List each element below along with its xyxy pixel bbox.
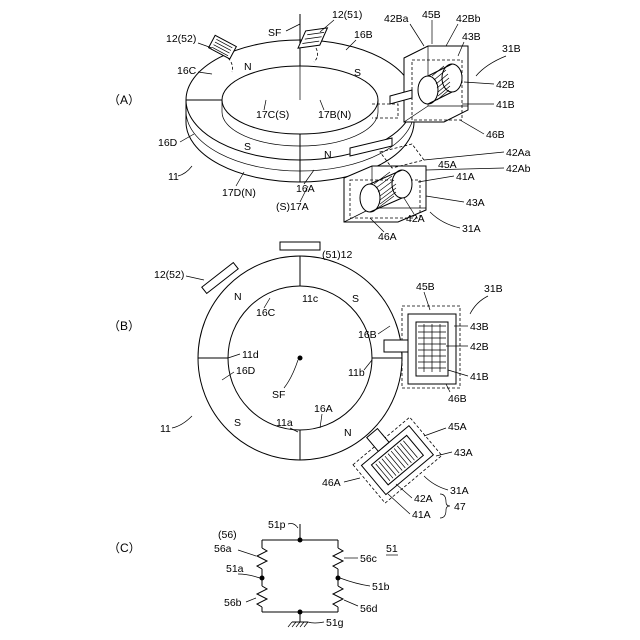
- label-b-43a: 43A: [454, 447, 473, 459]
- label-b-16b: 16B: [358, 329, 377, 341]
- label-a-17c: 17C(S): [256, 109, 289, 121]
- label-a-41a: 41A: [456, 171, 475, 183]
- label-a-41b: 41B: [496, 99, 515, 111]
- label-a-45b: 45B: [422, 9, 441, 21]
- label-a-42ab: 42Ab: [506, 163, 531, 175]
- label-a-46a: 46A: [378, 231, 397, 243]
- resistor-56a: [257, 548, 267, 569]
- label-c-56d: 56d: [360, 603, 378, 615]
- label-b-31a: 31A: [450, 485, 469, 497]
- label-a-42aa: 42Aa: [506, 147, 531, 159]
- label-a-16a: 16A: [296, 183, 315, 195]
- label-c-51p: 51p: [268, 519, 286, 531]
- label-b-47: 47: [454, 501, 466, 513]
- sensor-51-12-b: [280, 242, 320, 250]
- label-a-17a: (S)17A: [276, 201, 309, 213]
- label-c-51: 51: [386, 543, 398, 555]
- label-c-56: (56): [218, 529, 237, 541]
- label-a-16d: 16D: [158, 137, 178, 149]
- label-a-45a: 45A: [438, 159, 457, 171]
- label-b-41b: 41B: [470, 371, 489, 383]
- label-b-11d: 11d: [242, 349, 259, 361]
- label-a-s2: S: [244, 141, 251, 153]
- label-b-42b: 42B: [470, 341, 489, 353]
- label-a-42a: 42A: [406, 213, 425, 225]
- label-a-12-51: 12(51): [332, 9, 362, 21]
- label-a-s1: S: [354, 67, 361, 79]
- label-b-51-12: (51)12: [322, 249, 353, 261]
- panel-label-a: （A）: [108, 93, 140, 107]
- magnet-unit-31a: [344, 138, 426, 222]
- label-b-31b: 31B: [484, 283, 503, 295]
- label-b-n1: N: [234, 291, 242, 303]
- label-b-sf: SF: [272, 389, 285, 401]
- label-a-42b: 42B: [496, 79, 515, 91]
- label-c-51g: 51g: [326, 617, 344, 629]
- label-a-n2: N: [324, 149, 332, 161]
- figure-c: 51p (56) 56a 51a 56b 56c 51b 56d 51g 51: [214, 519, 398, 629]
- panel-label-b: （B）: [108, 319, 140, 333]
- label-b-11b: 11b: [348, 367, 365, 379]
- label-b-s2: S: [234, 417, 241, 429]
- label-c-56a: 56a: [214, 543, 232, 555]
- label-b-11: 11: [160, 423, 171, 435]
- label-b-45b: 45B: [416, 281, 435, 293]
- label-c-51b: 51b: [372, 581, 390, 593]
- label-b-s1: S: [352, 293, 359, 305]
- label-b-11c: 11c: [302, 293, 318, 305]
- label-b-45a: 45A: [448, 421, 467, 433]
- resistor-56b: [257, 586, 267, 607]
- figure-b: (51)12 12(52) 11c 16C 16B 11d 16D 11b SF…: [154, 242, 503, 521]
- label-a-42bb: 42Bb: [456, 13, 481, 25]
- label-b-16a: 16A: [314, 403, 333, 415]
- center-dot: [298, 356, 303, 361]
- label-a-16b: 16B: [354, 29, 373, 41]
- label-c-51a: 51a: [226, 563, 244, 575]
- label-b-42a: 42A: [414, 493, 433, 505]
- label-a-43b: 43B: [462, 31, 481, 43]
- label-a-43a: 43A: [466, 197, 485, 209]
- label-b-11a: 11a: [276, 417, 293, 429]
- label-a-46b: 46B: [486, 129, 505, 141]
- figure-a: SF 12(52) 12(51) 16B 16C 16D 17C(S) 17B(…: [158, 9, 531, 243]
- label-a-17d: 17D(N): [222, 187, 256, 199]
- label-a-sf: SF: [268, 27, 281, 39]
- label-b-46b: 46B: [448, 393, 467, 405]
- label-a-n1: N: [244, 61, 252, 73]
- label-a-12-52: 12(52): [166, 33, 196, 45]
- label-a-31b: 31B: [502, 43, 521, 55]
- label-b-16d: 16D: [236, 365, 256, 377]
- label-a-11: 11: [168, 171, 179, 183]
- label-b-n2: N: [344, 427, 352, 439]
- sensor-12-52: [209, 35, 237, 59]
- label-b-41a: 41A: [412, 509, 431, 521]
- label-a-16c: 16C: [177, 65, 197, 77]
- label-a-42ba: 42Ba: [384, 13, 409, 25]
- label-a-17b: 17B(N): [318, 109, 351, 121]
- label-c-56b: 56b: [224, 597, 242, 609]
- panel-label-c: （C）: [108, 541, 141, 555]
- resistor-56c: [333, 548, 343, 569]
- resistor-56d: [333, 586, 343, 607]
- label-b-16c: 16C: [256, 307, 276, 319]
- label-c-56c: 56c: [360, 553, 377, 565]
- label-b-46a: 46A: [322, 477, 341, 489]
- label-a-31a: 31A: [462, 223, 481, 235]
- label-b-43b: 43B: [470, 321, 489, 333]
- label-b-12-52: 12(52): [154, 269, 184, 281]
